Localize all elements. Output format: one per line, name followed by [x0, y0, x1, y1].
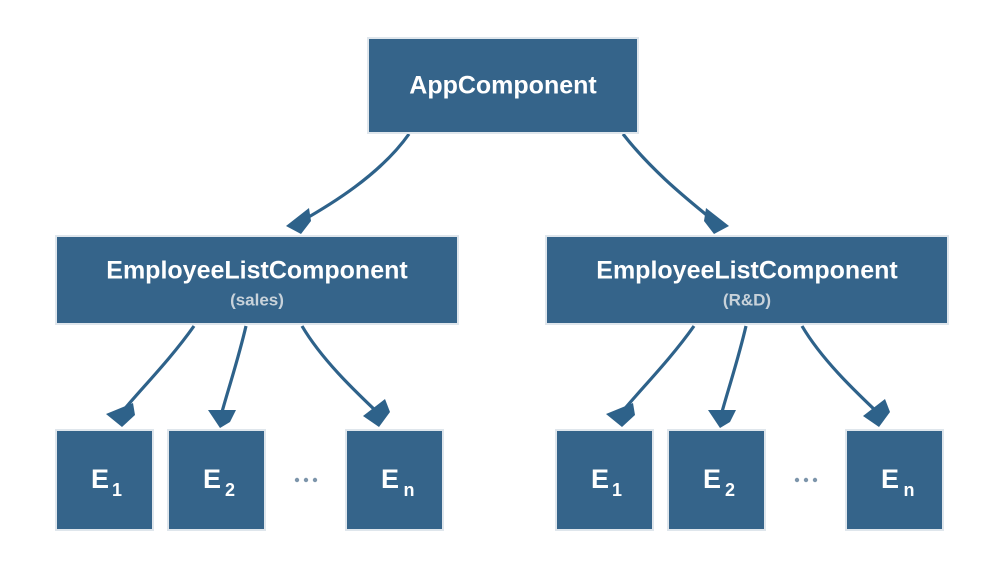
node-leaf-sales-e1[interactable]: E 1	[55, 429, 154, 531]
edge-app-to-rnd	[621, 133, 729, 234]
edge-sales-to-e1	[106, 325, 196, 427]
node-leaf-rnd-e1-label: E	[591, 464, 609, 494]
node-leaf-rnd-e2-rect[interactable]	[667, 429, 766, 531]
ellipsis-dot-icon	[294, 477, 300, 483]
node-employee-list-rnd-rect[interactable]	[545, 235, 949, 325]
arrow-head-icon	[363, 399, 390, 427]
ellipsis-dot-icon	[803, 477, 809, 483]
arrow-head-icon	[708, 410, 736, 428]
node-leaf-sales-e2-index: 2	[225, 480, 235, 500]
arrow-head-icon	[106, 403, 135, 427]
arrow-head-icon	[606, 403, 635, 427]
node-employee-list-rnd[interactable]: EmployeeListComponent (R&D)	[545, 235, 949, 325]
node-leaf-rnd-e1-index: 1	[612, 480, 622, 500]
node-leaf-rnd-e1-rect[interactable]	[555, 429, 654, 531]
node-leaf-sales-e2[interactable]: E 2	[167, 429, 266, 531]
node-leaf-rnd-e2[interactable]: E 2	[667, 429, 766, 531]
node-leaf-sales-e1-rect[interactable]	[55, 429, 154, 531]
node-leaf-rnd-en-rect[interactable]	[845, 429, 944, 531]
ellipsis-dot-icon	[812, 477, 818, 483]
ellipsis-rnd	[794, 477, 818, 483]
node-leaf-sales-e2-label: E	[203, 464, 221, 494]
edge-sales-to-e2	[208, 325, 248, 428]
edge-app-to-sales	[286, 133, 411, 234]
node-leaf-rnd-e2-index: 2	[725, 480, 735, 500]
node-employee-list-sales-rect[interactable]	[55, 235, 459, 325]
ellipsis-dot-icon	[794, 477, 800, 483]
edge-rnd-to-en	[800, 325, 890, 427]
node-employee-list-sales-label: EmployeeListComponent	[106, 257, 408, 285]
node-app-component-rect[interactable]	[367, 37, 639, 134]
node-leaf-sales-en-label: E	[381, 464, 399, 494]
node-employee-list-sales-sublabel: (sales)	[230, 290, 284, 309]
edge-rnd-to-e1	[606, 325, 696, 427]
arrow-head-icon	[286, 208, 311, 234]
node-leaf-rnd-en[interactable]: E n	[845, 429, 944, 531]
node-leaf-sales-en[interactable]: E n	[345, 429, 444, 531]
node-employee-list-rnd-sublabel: (R&D)	[723, 290, 771, 309]
node-app-component-label: AppComponent	[409, 72, 597, 100]
node-leaf-rnd-en-index: n	[904, 480, 915, 500]
ellipsis-dot-icon	[303, 477, 309, 483]
edge-sales-to-en	[300, 325, 390, 427]
node-leaf-sales-e1-label: E	[91, 464, 109, 494]
arrow-head-icon	[208, 410, 236, 428]
node-employee-list-sales[interactable]: EmployeeListComponent (sales)	[55, 235, 459, 325]
node-app-component[interactable]: AppComponent	[367, 37, 639, 134]
node-leaf-rnd-en-label: E	[881, 464, 899, 494]
arrow-head-icon	[704, 208, 729, 234]
node-leaf-rnd-e2-label: E	[703, 464, 721, 494]
node-employee-list-rnd-label: EmployeeListComponent	[596, 257, 898, 285]
node-leaf-sales-e1-index: 1	[112, 480, 122, 500]
ellipsis-dot-icon	[312, 477, 318, 483]
ellipsis-sales	[294, 477, 318, 483]
node-leaf-sales-en-index: n	[404, 480, 415, 500]
node-leaf-sales-en-rect[interactable]	[345, 429, 444, 531]
edge-rnd-to-e2	[708, 325, 748, 428]
node-leaf-rnd-e1[interactable]: E 1	[555, 429, 654, 531]
node-leaf-sales-e2-rect[interactable]	[167, 429, 266, 531]
arrow-head-icon	[863, 399, 890, 427]
